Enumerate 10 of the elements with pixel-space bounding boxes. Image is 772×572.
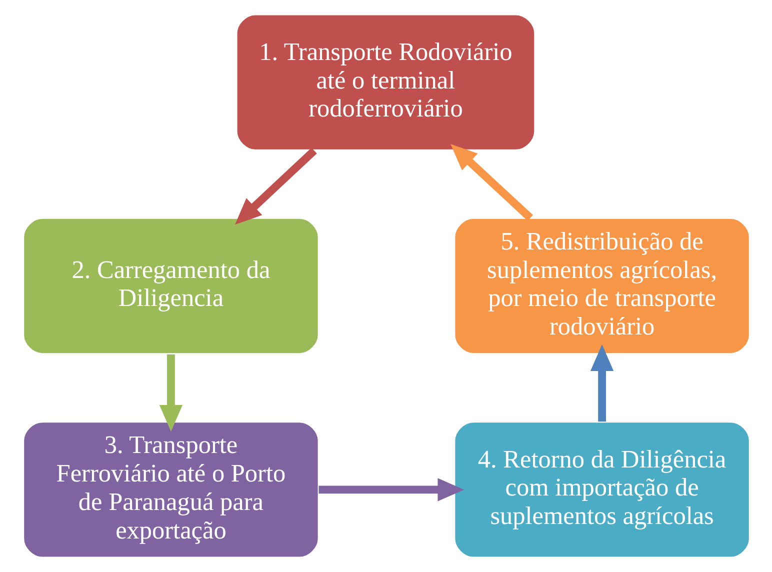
node-box: 5. Redistribuição de suplementos agrícolas, por meio de transporte rodoviário bbox=[453, 217, 750, 355]
arrow bbox=[318, 478, 464, 502]
arrow bbox=[450, 144, 532, 221]
node-box: 1. Transporte Rodoviário até o terminal rodoferroviário bbox=[235, 14, 536, 151]
node-box: 3. Transporte Ferroviário até o Porto de Paranaguá para exportação bbox=[22, 421, 319, 558]
node-box: 2. Carregamento da Diligencia bbox=[22, 217, 319, 355]
arrow bbox=[234, 148, 316, 225]
arrow bbox=[590, 344, 614, 422]
arrow bbox=[158, 354, 182, 432]
node-box: 4. Retorno da Diligência com importação de suplementos agrícolas bbox=[453, 421, 750, 558]
